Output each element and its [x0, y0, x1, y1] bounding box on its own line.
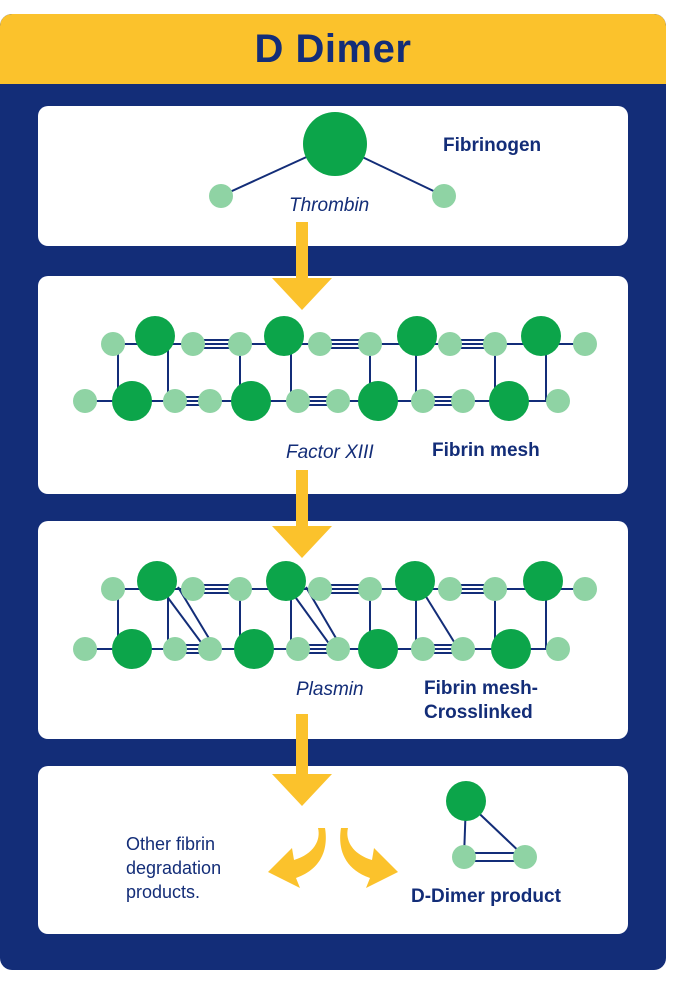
header-banner: D Dimer [0, 14, 666, 84]
fibrin-mesh-crosslinked-label-line2: Crosslinked [424, 702, 533, 723]
other-products-label-line1: Other fibrin [126, 834, 216, 854]
panel-fibrin-mesh: Factor XIII Fibrin mesh [38, 276, 628, 494]
terminal-domain-node [432, 184, 456, 208]
d-dimer-product-label: D-Dimer product [411, 886, 561, 907]
panel-fibrinogen: Fibrinogen Thrombin [38, 106, 628, 246]
fibrin-mesh-structure [73, 316, 597, 421]
arrow-down-2-icon [272, 470, 332, 558]
factor-xiii-label: Factor XIII [286, 442, 374, 463]
split-arrows-icon [268, 828, 398, 888]
fibrin-mesh-crosslinked-label-line1: Fibrin mesh- [424, 678, 539, 699]
arrow-down-1-icon [272, 222, 332, 310]
other-products-label-line2: degradation [126, 858, 222, 878]
diagram-frame: D Dimer Fibrinogen Thrombin [0, 14, 666, 970]
arrow-down-3-icon [272, 714, 332, 806]
central-domain-node [303, 112, 367, 176]
crosslinked-fibrin-structure [73, 561, 597, 669]
other-products-label-line3: products. [126, 882, 201, 902]
panel-fibrin-mesh-crosslinked: Plasmin Fibrin mesh- Crosslinked [38, 521, 628, 739]
fibrin-mesh-label: Fibrin mesh [432, 440, 540, 461]
fibrinogen-label: Fibrinogen [443, 135, 542, 156]
diagram-title: D Dimer [254, 26, 412, 71]
plasmin-label: Plasmin [296, 679, 364, 700]
thrombin-label: Thrombin [289, 195, 370, 216]
fibrinogen-molecule [209, 112, 456, 208]
panel-d-dimer-product: Other fibrin degradation products. D-Dim… [38, 766, 628, 934]
d-dimer-fragment [446, 781, 537, 869]
terminal-domain-node [209, 184, 233, 208]
